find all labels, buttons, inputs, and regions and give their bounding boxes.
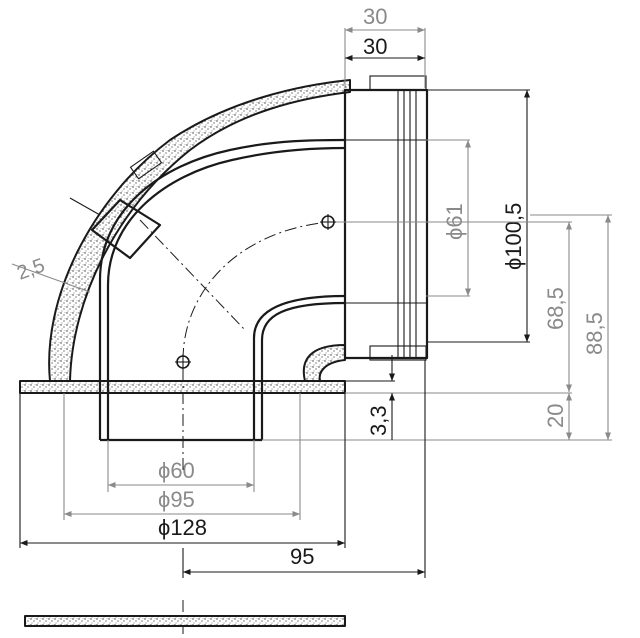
top-dimension-outer: 30 [363, 4, 387, 29]
plan-view-plate [24, 615, 346, 627]
dimension-bottom: ϕ60 ϕ95 ϕ128 95 [19, 360, 426, 578]
center-mark-bend [175, 354, 191, 370]
socket-center-height: 68,5 [543, 287, 568, 330]
base-plate-thickness: 3,3 [366, 405, 391, 436]
bottom-outer-diameter: ϕ95 [158, 487, 195, 512]
offset-horizontal: 95 [290, 544, 314, 569]
outer-diameter-socket: ϕ100,5 [501, 203, 526, 270]
dimension-top: 30 30 [344, 4, 426, 88]
dimension-right: ϕ61 ϕ100,5 68,5 88,5 20 3,3 [262, 89, 612, 441]
side-nozzle [69, 150, 163, 260]
socket-top-height: 88,5 [582, 312, 607, 355]
top-dimension-inner: 30 [363, 34, 387, 59]
wall-thickness-label: 2,5 [14, 255, 48, 285]
base-height: 20 [543, 404, 568, 428]
flange-diameter: ϕ128 [158, 515, 207, 540]
elbow-pipe [98, 75, 429, 442]
elbow-insulation-shell [48, 79, 351, 382]
bottom-inner-diameter: ϕ60 [158, 458, 195, 483]
center-mark-socket [320, 214, 336, 230]
